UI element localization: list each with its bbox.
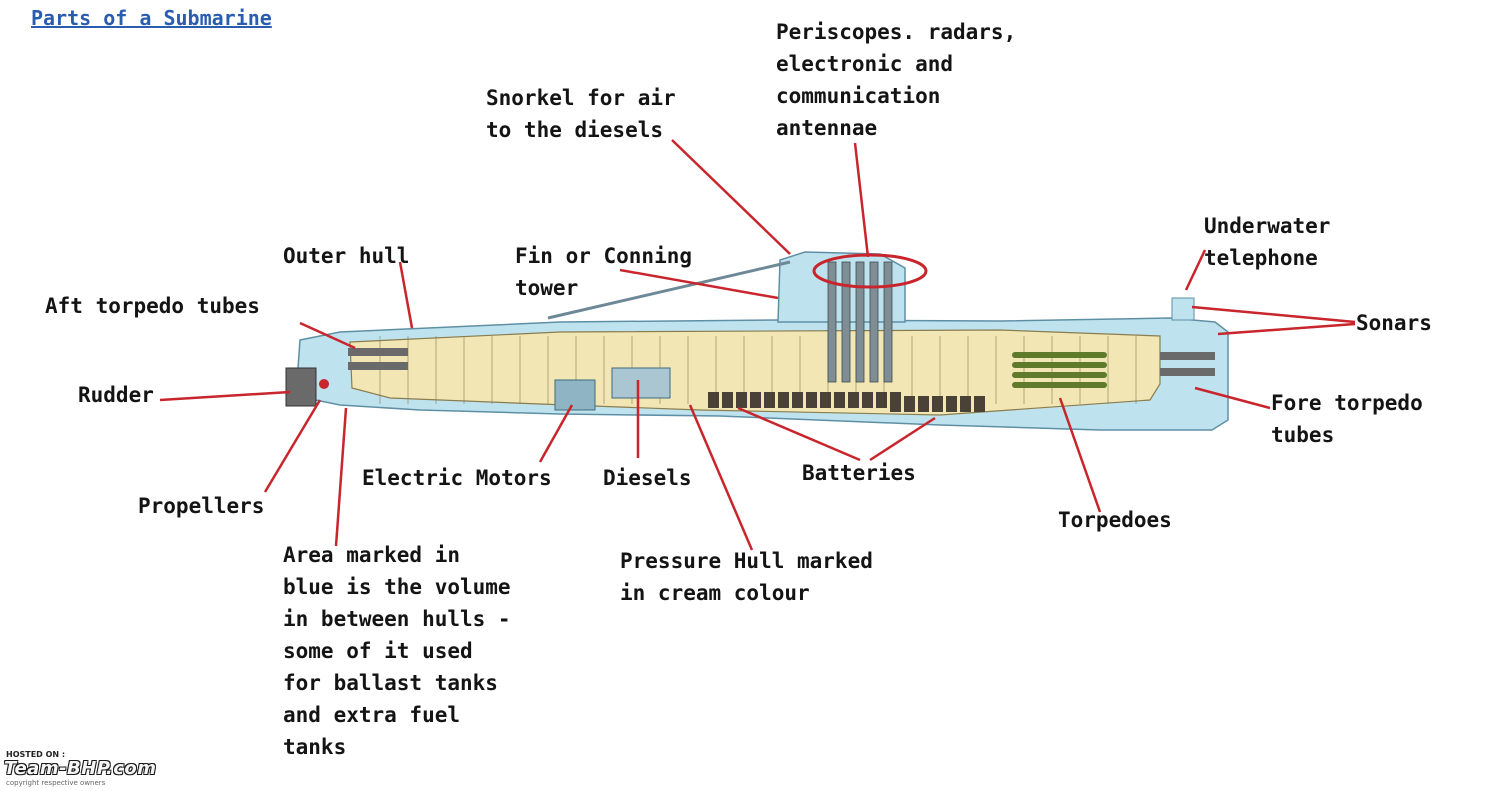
sonar-dome — [1171, 297, 1195, 321]
fore-tube-a — [1160, 352, 1215, 360]
battery-cell — [736, 392, 747, 408]
label-fore-torpedo-tubes: Fore torpedo tubes — [1271, 391, 1423, 447]
leader-line — [1058, 397, 1102, 513]
label-outer-hull: Outer hull — [283, 244, 410, 268]
leader-line — [398, 261, 414, 329]
torpedo — [1012, 372, 1107, 378]
battery-cell — [946, 396, 957, 412]
battery-cell — [778, 392, 789, 408]
battery-cell — [918, 396, 929, 412]
mast — [827, 261, 837, 383]
leader-line — [869, 416, 936, 462]
mast — [841, 261, 851, 383]
label-snorkel: Snorkel for air to the diesels — [486, 86, 676, 142]
battery-cell — [750, 392, 761, 408]
fore-tube-b — [1160, 368, 1215, 376]
leader-line — [688, 404, 754, 551]
label-rudder: Rudder — [78, 383, 154, 407]
battery-cell — [974, 396, 985, 412]
label-periscopes: Periscopes. radars, electronic and commu… — [776, 20, 1017, 140]
battery-cell — [960, 396, 971, 412]
mast — [855, 261, 865, 383]
leader-line — [671, 139, 791, 255]
leader-line — [1191, 305, 1356, 324]
torpedo — [1012, 382, 1107, 388]
leader-line — [853, 142, 870, 258]
leader-lines — [159, 139, 1356, 551]
battery-cell — [890, 396, 901, 412]
battery-cell — [932, 396, 943, 412]
watermark: HOSTED ON : Team-BHP.com copyright respe… — [4, 750, 194, 788]
label-aft-torpedo-tubes: Aft torpedo tubes — [45, 294, 260, 318]
leader-line — [299, 321, 356, 350]
aft-tube-a — [348, 348, 408, 356]
leader-line — [263, 399, 322, 493]
label-fin: Fin or Conning tower — [515, 244, 693, 300]
leader-line — [159, 390, 291, 402]
leader-line — [737, 406, 861, 462]
torpedo — [1012, 352, 1107, 358]
electric-motor-block — [554, 379, 596, 411]
propeller-hub — [319, 379, 329, 389]
pressure-hull — [349, 329, 1161, 416]
torpedo — [1012, 362, 1107, 368]
watermark-copyright: copyright respective owners — [6, 779, 106, 787]
label-electric-motors: Electric Motors — [362, 466, 552, 490]
battery-cell — [848, 392, 859, 408]
battery-cell — [722, 392, 733, 408]
diesel-block — [611, 367, 671, 399]
leader-line — [334, 407, 348, 547]
label-pressure-hull: Pressure Hull marked in cream colour — [620, 549, 873, 605]
battery-cell — [764, 392, 775, 408]
battery-cell — [904, 396, 915, 412]
leader-line — [1217, 322, 1356, 336]
watermark-brand: Team-BHP.com — [4, 758, 157, 779]
label-underwater-telephone: Underwater telephone — [1204, 214, 1331, 270]
battery-cell — [834, 392, 845, 408]
battery-cell — [862, 392, 873, 408]
leader-line — [1194, 386, 1271, 410]
mast — [883, 261, 893, 383]
snorkel-mast — [547, 260, 791, 320]
battery-cell — [708, 392, 719, 408]
label-batteries: Batteries — [802, 461, 916, 485]
torpedo-racks — [1012, 352, 1107, 388]
battery-cell — [876, 392, 887, 408]
label-ballast-note: Area marked in blue is the volume in bet… — [283, 543, 511, 759]
label-diesels: Diesels — [603, 466, 692, 490]
label-torpedoes: Torpedoes — [1058, 508, 1172, 532]
label-propellers: Propellers — [138, 494, 265, 518]
battery-cell — [806, 392, 817, 408]
leader-line — [538, 404, 574, 463]
label-sonars: Sonars — [1356, 311, 1432, 335]
leader-line — [619, 268, 779, 300]
watermark-hosted: HOSTED ON : — [6, 750, 66, 759]
rudder-shape — [285, 367, 317, 407]
battery-cell — [792, 392, 803, 408]
leader-line — [1184, 249, 1207, 291]
aft-tube-b — [348, 362, 408, 370]
diagram-title-link[interactable]: Parts of a Submarine — [31, 6, 272, 30]
mast — [869, 261, 879, 383]
battery-banks — [708, 392, 985, 412]
battery-cell — [820, 392, 831, 408]
periscope-highlight — [812, 253, 928, 289]
mast-group — [827, 261, 893, 383]
